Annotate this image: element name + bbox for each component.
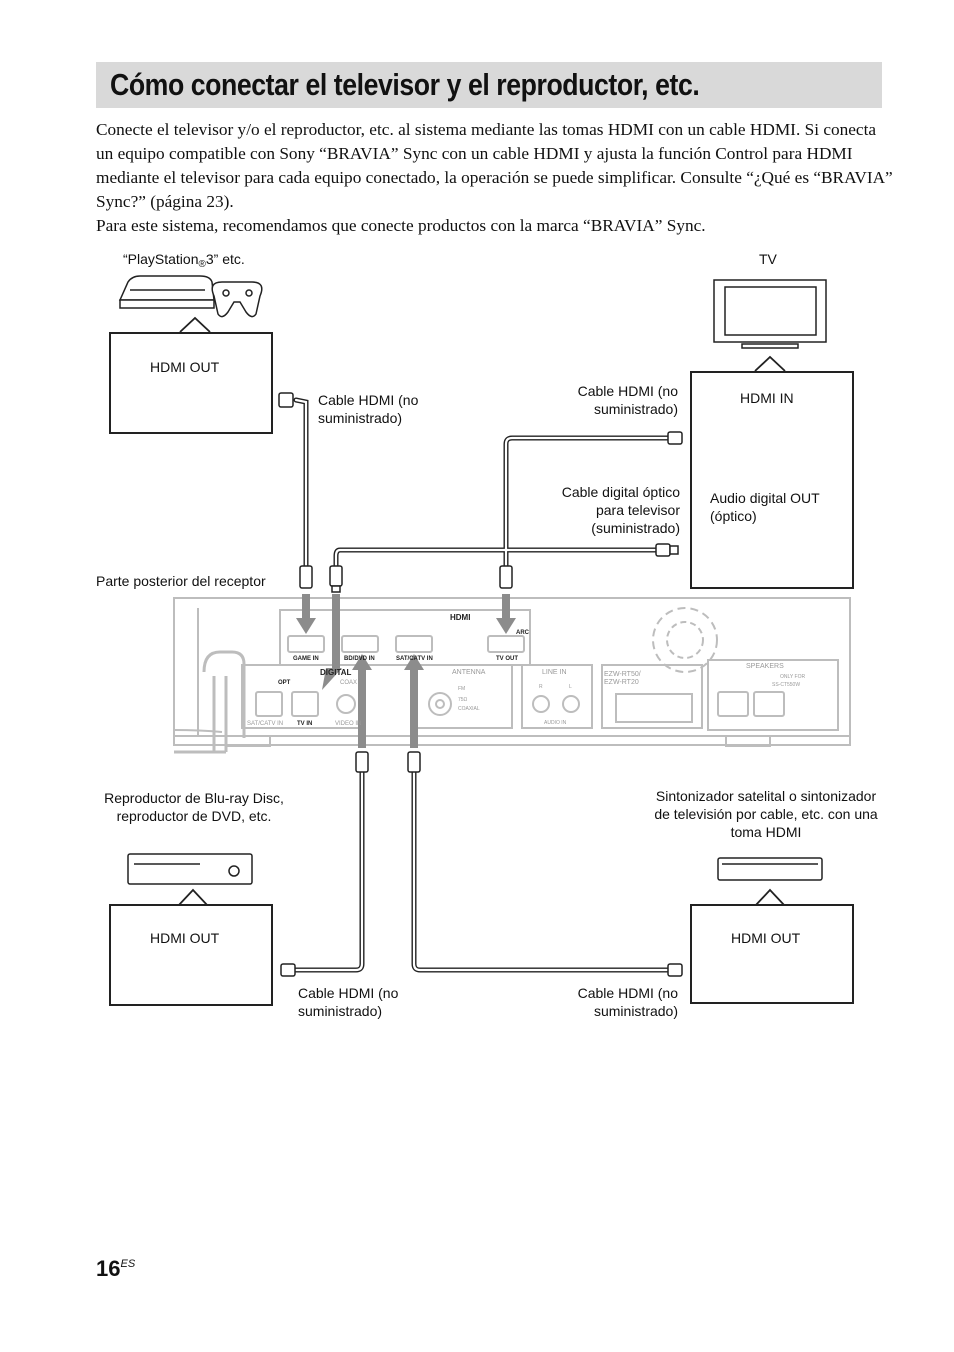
- panel-r: R: [539, 684, 543, 690]
- ps3-label-reg: ®: [198, 259, 206, 270]
- page-lang: ES: [120, 1258, 136, 1270]
- panel-fm: FM: [458, 686, 465, 692]
- panel-bd-in: BD/DVD IN: [344, 656, 375, 662]
- panel-tv-in: TV IN: [297, 721, 312, 727]
- panel-opt: OPT: [278, 680, 291, 686]
- callout-pointer-ps3: [179, 316, 211, 333]
- title-bar: [96, 62, 882, 108]
- callout-pointer-bluray: [177, 888, 209, 907]
- cable-connectors: [278, 392, 683, 977]
- cable-label-sat: Cable HDMI (no suministrado): [577, 985, 678, 1019]
- panel-digital: DIGITAL: [320, 668, 352, 677]
- bluray-label: Reproductor de Blu-ray Disc, reproductor…: [104, 790, 284, 824]
- panel-coaxial: COAXIAL: [458, 706, 480, 712]
- cable-label-ps3: Cable HDMI (no suministrado): [318, 392, 419, 426]
- controller-icon: [211, 281, 263, 318]
- receiver-rear-panel: [173, 597, 851, 754]
- receiver-rear-label: Parte posterior del receptor: [96, 573, 266, 589]
- bluray-port-box: [109, 904, 273, 1006]
- panel-sat-in: SAT/CATV IN: [396, 656, 433, 662]
- ps3-label-suffix: 3” etc.: [205, 251, 245, 267]
- bluray-hdmi-out-label: HDMI OUT: [150, 930, 220, 946]
- panel-tv-out: TV OUT: [496, 656, 518, 662]
- panel-ezw1: EZW-RT50/: [604, 671, 641, 678]
- panel-video-in: VIDEO IN: [335, 721, 361, 727]
- page-number: 16ES: [96, 1256, 135, 1282]
- panel-l: L: [569, 684, 572, 690]
- cable-label-tv: Cable HDMI (no suministrado): [577, 383, 678, 417]
- intro-paragraph-2: Para este sistema, recomendamos que cone…: [96, 216, 706, 235]
- tv-port-box: [690, 371, 854, 589]
- panel-antenna: ANTENNA: [452, 669, 486, 676]
- bluray-player-icon: [127, 853, 253, 885]
- panel-line-in: LINE IN: [542, 669, 567, 676]
- ps3-port-box: [109, 332, 273, 434]
- callout-pointer-satellite: [754, 888, 786, 907]
- panel-coax: COAX: [340, 680, 357, 686]
- tv-label: TV: [759, 251, 777, 267]
- panel-speakers: SPEAKERS: [746, 663, 784, 670]
- panel-game-in: GAME IN: [293, 656, 319, 662]
- intro-paragraph-1: Conecte el televisor y/o el reproductor,…: [96, 120, 893, 211]
- satellite-label: Sintonizador satelital o sintonizador de…: [654, 788, 878, 840]
- sat-port-box: [690, 904, 854, 1004]
- page-number-value: 16: [96, 1256, 121, 1281]
- panel-model: SS-CT550W: [772, 682, 800, 688]
- ps3-label: “PlayStation®3” etc.: [123, 250, 245, 274]
- ps3-console-icon: [118, 275, 215, 309]
- satellite-tuner-icon: [717, 857, 823, 881]
- panel-75ohm: 75Ω: [458, 697, 468, 703]
- panel-ezw2: EZW-RT20: [604, 679, 639, 686]
- callout-pointer-tv: [754, 355, 786, 372]
- ps3-label-text: “PlayStation: [123, 251, 199, 267]
- panel-only-for: ONLY FOR: [780, 674, 805, 680]
- tv-audio-out-label: Audio digital OUT (óptico): [710, 490, 820, 524]
- panel-hdmi-label: HDMI: [450, 613, 470, 622]
- panel-arc: ARC: [516, 630, 530, 636]
- cable-label-optical: Cable digital óptico para televisor (sum…: [561, 484, 680, 536]
- intro-text: Conecte el televisor y/o el reproductor,…: [96, 118, 896, 238]
- cable-label-bluray: Cable HDMI (no suministrado): [298, 985, 399, 1019]
- tv-icon: [713, 279, 827, 349]
- panel-sat-catv-in: SAT/CATV IN: [247, 721, 283, 727]
- ps3-hdmi-out-label: HDMI OUT: [150, 359, 220, 375]
- connection-arrows: [296, 594, 516, 748]
- sat-hdmi-out-label: HDMI OUT: [731, 930, 801, 946]
- panel-audio-in: AUDIO IN: [544, 720, 567, 726]
- page-title: Cómo conectar el televisor y el reproduc…: [110, 67, 700, 102]
- tv-hdmi-in-label: HDMI IN: [740, 390, 794, 406]
